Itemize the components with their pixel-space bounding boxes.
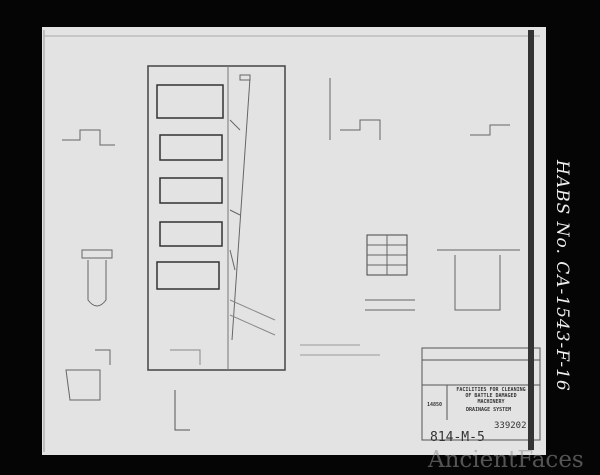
- right-details: [300, 78, 520, 356]
- sheet-edge: [528, 30, 534, 450]
- drawing-number: 339202: [494, 421, 527, 431]
- title-block: [421, 347, 541, 441]
- watermark: AncientFaces: [428, 447, 584, 473]
- drawing-sheet: [42, 27, 546, 455]
- job-number: 14850: [427, 402, 443, 408]
- building-plan: [147, 65, 286, 431]
- title-block-sheet-title: DRAINAGE SYSTEM: [466, 407, 512, 413]
- left-details: [62, 129, 115, 401]
- title-block-project: FACILITIES FOR CLEANING OF BATTLE DAMAGE…: [456, 387, 526, 405]
- sheet-number: 814-M-5: [430, 430, 485, 445]
- habs-label: HABS No. CA-1543-F-16: [552, 160, 572, 392]
